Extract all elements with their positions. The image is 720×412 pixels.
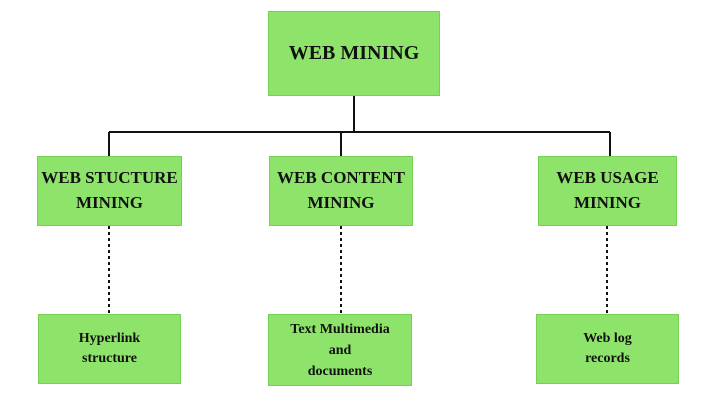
hyperlink-structure-label: Hyperlink structure — [78, 330, 141, 366]
text-multimedia-documents-label: Text Multimedia and documents — [290, 321, 390, 379]
web-mining-root-box: WEB MINING — [268, 11, 440, 96]
web-log-records-box: Web log records — [536, 314, 679, 384]
web-content-mining-box: WEB CONTENT MINING — [269, 156, 413, 226]
text-multimedia-documents-box: Text Multimedia and documents — [268, 314, 412, 386]
web-usage-mining-label: WEB USAGE MINING — [556, 168, 659, 212]
web-log-records-label: Web log records — [583, 330, 632, 366]
web-content-mining-label: WEB CONTENT MINING — [277, 168, 405, 212]
web-structure-mining-label: WEB STUCTURE MINING — [41, 168, 178, 212]
hyperlink-structure-box: Hyperlink structure — [38, 314, 181, 384]
web-structure-mining-box: WEB STUCTURE MINING — [37, 156, 182, 226]
web-usage-mining-box: WEB USAGE MINING — [538, 156, 677, 226]
web-mining-root-label: WEB MINING — [288, 42, 420, 64]
